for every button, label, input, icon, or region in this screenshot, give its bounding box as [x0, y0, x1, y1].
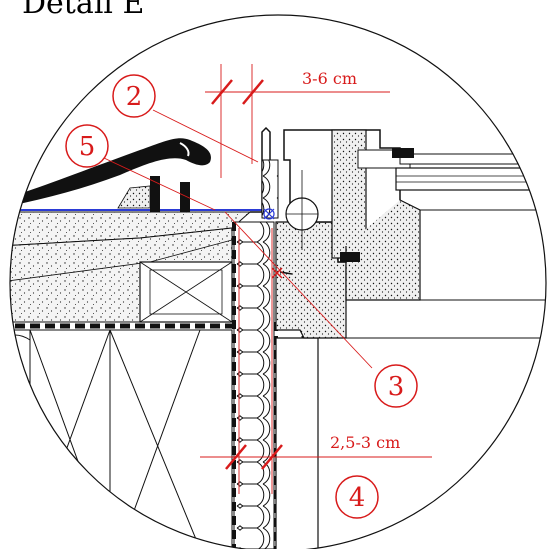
roof-sheet	[10, 138, 211, 208]
dimension-bottom-label: 2,5-3 cm	[330, 433, 400, 452]
fastener-marker	[263, 208, 275, 220]
dimension-bottom: 2,5-3 cm	[200, 433, 432, 470]
annotation-lines	[103, 64, 373, 494]
callout-4-label: 4	[349, 483, 366, 513]
detail-title: Detail E	[22, 0, 145, 21]
callout-5: 5	[65, 124, 109, 168]
callout-3-label: 3	[388, 372, 405, 402]
callout-4: 4	[335, 475, 379, 519]
callout-2: 2	[112, 74, 156, 118]
dimension-top: 3-6 cm	[205, 69, 390, 105]
callout-3: 3	[374, 364, 418, 408]
callout-5-label: 5	[79, 132, 96, 162]
callout-2-label: 2	[126, 82, 143, 112]
detail-content	[10, 64, 546, 550]
dimension-top-label: 3-6 cm	[302, 69, 357, 88]
wall-insulation	[233, 221, 275, 550]
